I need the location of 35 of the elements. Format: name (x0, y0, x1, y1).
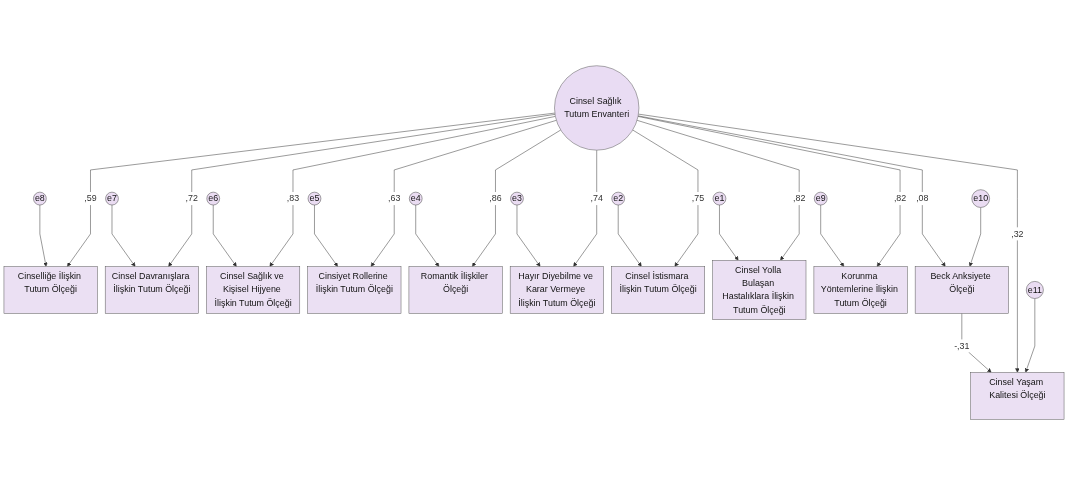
node-box: Cinselliğe İlişkin Tutum Ölçeği (3, 266, 98, 314)
edge-label: ,86 (489, 193, 502, 204)
node-circle: e2 (611, 191, 625, 206)
node-circle: e11 (1026, 281, 1044, 299)
node-box: Cinsiyet Rollerine İlişkin Tutum Ölçeği (307, 266, 402, 314)
edge-label: ,82 (793, 193, 806, 204)
edge-label: ,63 (388, 193, 401, 204)
edge-label: ,72 (185, 193, 198, 204)
node-circle: e7 (105, 191, 119, 206)
node-box: Cinsel Yolla Bulaşan Hastalıklara İlişkin Tutum Ölçeği (712, 260, 807, 320)
edge-label: ,59 (84, 193, 97, 204)
edge-label: ,83 (286, 193, 300, 204)
node-circle: Cinsel Sağlık Tutum Envanteri (554, 65, 640, 151)
edge-label: ,74 (590, 193, 603, 204)
edge-label: ,75 (691, 193, 705, 204)
node-circle: e10 (971, 189, 990, 208)
node-circle: e3 (510, 191, 524, 206)
node-box: Beck Anksiyete Ölçeği (914, 266, 1009, 314)
node-circle: e5 (307, 191, 322, 206)
node-circle: e6 (206, 191, 220, 206)
node-circle: e1 (712, 191, 727, 206)
node-box: Cinsel Yaşam Kalitesi Ölçeği (970, 372, 1065, 420)
node-box: Romantik İlişkiler Ölçeği (408, 266, 503, 314)
node-box: Cinsel İstismara İlişkin Tutum Ölçeği (611, 266, 705, 314)
node-box: Korunma Yöntemlerine İlişkin Tutum Ölçeği (813, 266, 908, 314)
edge-label: ,32 (1011, 228, 1024, 239)
edge-label: ,08 (916, 193, 929, 204)
edge-label: -,31 (954, 340, 970, 351)
node-circle: e4 (409, 191, 423, 206)
node-box: Cinsel Sağlık ve Kişisel Hijyene İlişkin Tutum Ölçeği (206, 266, 301, 314)
node-box: Cinsel Davranışlara İlişkin Tutum Ölçeği (104, 266, 199, 314)
node-circle: e8 (33, 191, 47, 206)
node-box: Hayır Diyebilme ve Karar Vermeye İlişkin Tutum Ölçeği (509, 266, 604, 314)
edge-label: ,82 (893, 193, 907, 204)
node-circle: e9 (814, 191, 828, 206)
